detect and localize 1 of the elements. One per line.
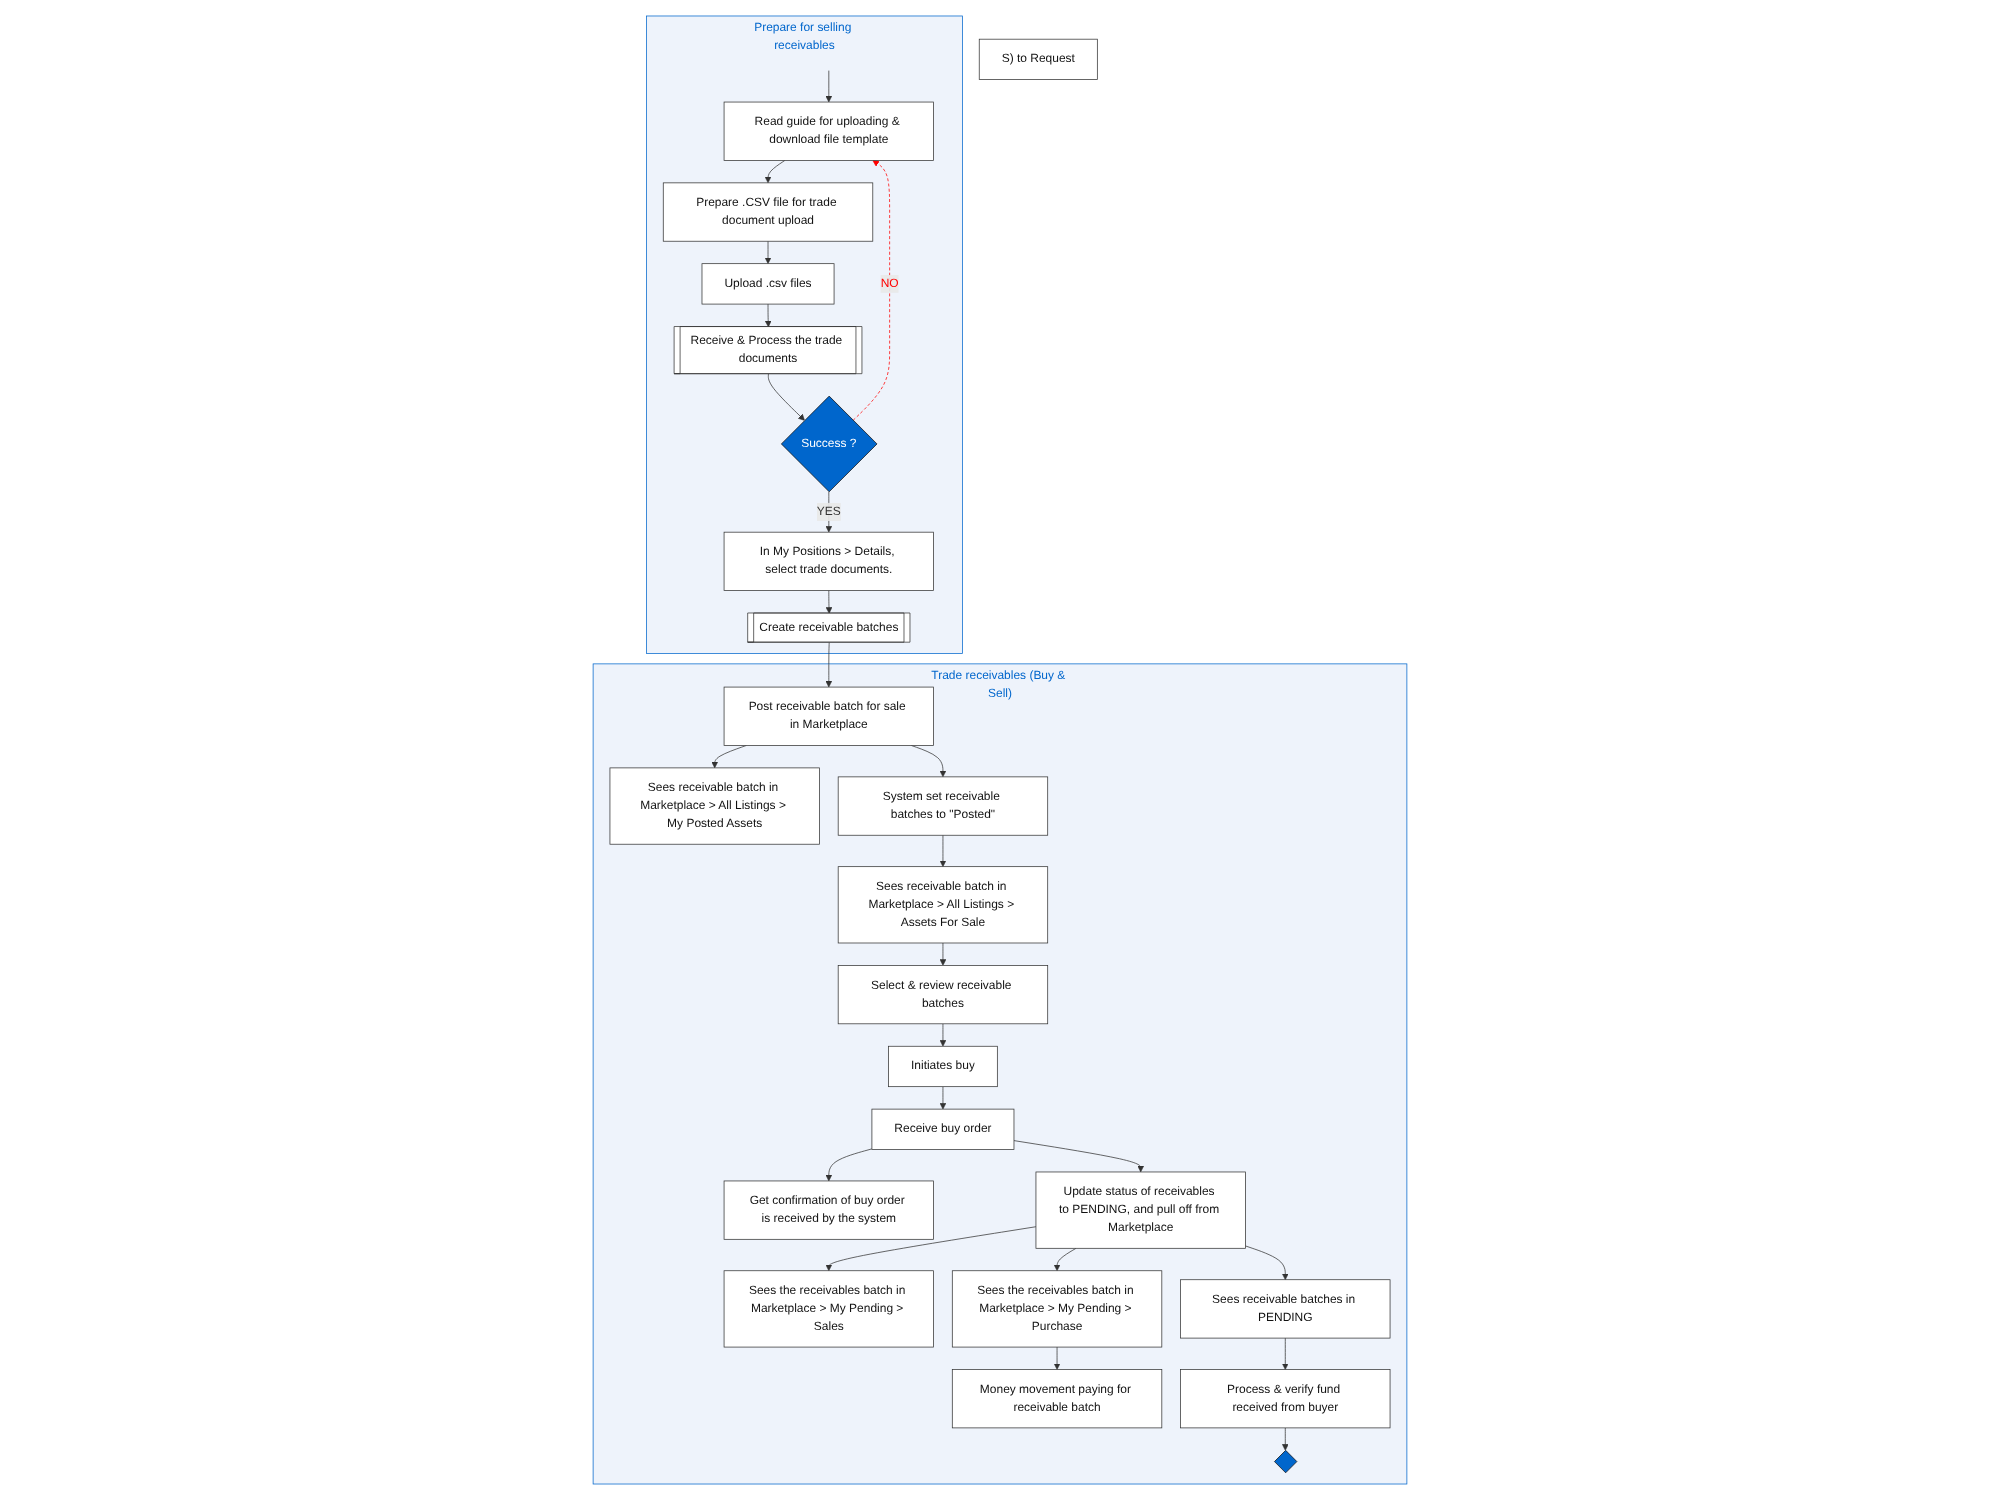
node-diamond xyxy=(1274,1449,1298,1474)
